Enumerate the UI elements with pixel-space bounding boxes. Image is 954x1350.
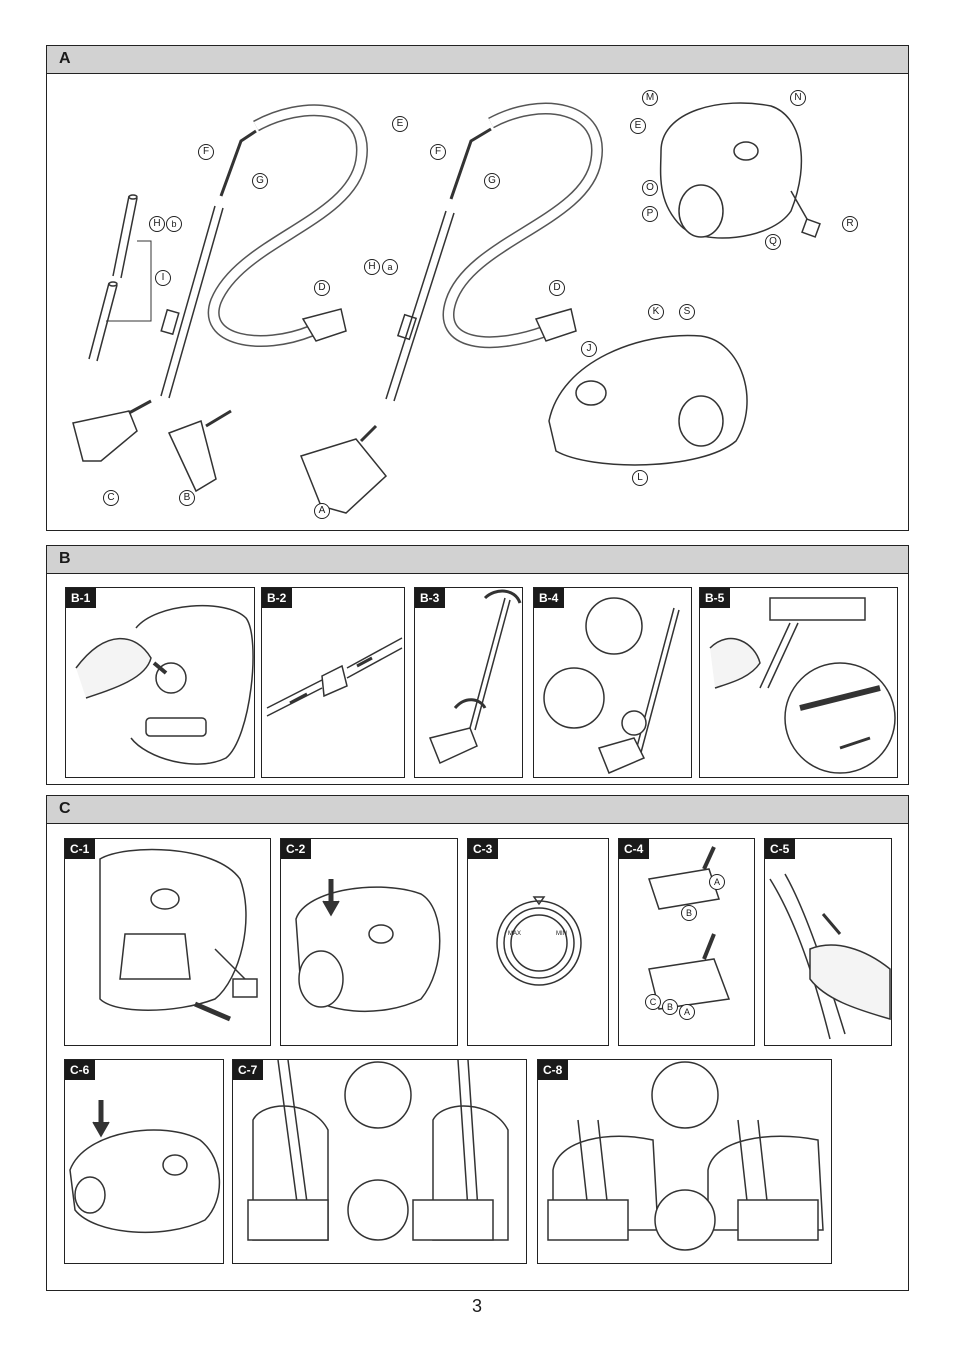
callout-a-nozzle: A xyxy=(314,503,330,519)
callout-c-nozzle: C xyxy=(103,490,119,506)
panel-b3-tag: B-3 xyxy=(415,588,446,608)
panel-b2: B-2 xyxy=(261,587,405,778)
section-c: C C-1 C-2 C-3 MAX MIN xyxy=(46,795,909,1291)
callout-o: O xyxy=(642,180,658,196)
panel-c8: C-8 xyxy=(537,1059,832,1264)
callout-f-left: F xyxy=(198,144,214,160)
panel-c8-tag: C-8 xyxy=(538,1060,569,1080)
callout-q: Q xyxy=(765,234,781,250)
callout-g-left: G xyxy=(252,173,268,189)
page-number: 3 xyxy=(471,1296,482,1316)
callout-f-right: F xyxy=(430,144,446,160)
callout-d-right: D xyxy=(549,280,565,296)
callout-j: J xyxy=(581,341,597,357)
panel-b1-tag: B-1 xyxy=(66,588,97,608)
panel-c6-tag: C-6 xyxy=(65,1060,96,1080)
parts-overview-illustration: C B A D D E E F F G G H b H a I J K L M … xyxy=(47,74,908,530)
callout-h-left: H xyxy=(149,216,165,232)
panel-c1-tag: C-1 xyxy=(65,839,96,859)
callout-d-left: D xyxy=(314,280,330,296)
callout-n: N xyxy=(790,90,806,106)
panel-b4-tag: B-4 xyxy=(534,588,565,608)
dial-max-label: MAX xyxy=(508,931,522,937)
panel-b2-tag: B-2 xyxy=(262,588,293,608)
section-a-header: A xyxy=(47,46,908,74)
callout-k: K xyxy=(648,304,664,320)
panel-b4: B-4 xyxy=(533,587,692,778)
callout-e-right: E xyxy=(630,118,646,134)
section-b-letter: B xyxy=(59,550,71,567)
panel-b5: B-5 xyxy=(699,587,898,778)
panel-c4: C-4 A B C B A xyxy=(618,838,755,1046)
c4-label-a-bottom: A xyxy=(679,1004,695,1020)
section-b-header: B xyxy=(47,546,908,574)
panel-c1: C-1 xyxy=(64,838,271,1046)
panel-c7: C-7 xyxy=(232,1059,527,1264)
callout-b-small: b xyxy=(166,216,182,232)
c4-label-a-top: A xyxy=(709,874,725,890)
panel-c2-tag: C-2 xyxy=(281,839,312,859)
c4-label-b-top: B xyxy=(681,905,697,921)
panel-c6: C-6 xyxy=(64,1059,224,1264)
section-a-letter: A xyxy=(59,50,71,67)
section-a: A xyxy=(46,45,909,531)
panel-c7-tag: C-7 xyxy=(233,1060,264,1080)
callout-g-right: G xyxy=(484,173,500,189)
callout-m: M xyxy=(642,90,658,106)
dial-min-label: MIN xyxy=(556,931,567,937)
section-c-letter: C xyxy=(59,800,71,817)
callout-l: L xyxy=(632,470,648,486)
callout-i: I xyxy=(155,270,171,286)
panel-c2: C-2 xyxy=(280,838,458,1046)
panel-b5-tag: B-5 xyxy=(700,588,731,608)
panel-c5-tag: C-5 xyxy=(765,839,796,859)
c4-label-c: C xyxy=(645,994,661,1010)
panel-b1: B-1 xyxy=(65,587,255,778)
callout-s: S xyxy=(679,304,695,320)
panel-c3-tag: C-3 xyxy=(468,839,499,859)
panel-c5: C-5 xyxy=(764,838,892,1046)
callout-h-right: H xyxy=(364,259,380,275)
callout-p: P xyxy=(642,206,658,222)
section-c-header: C xyxy=(47,796,908,824)
callout-r: R xyxy=(842,216,858,232)
callout-e-left: E xyxy=(392,116,408,132)
callout-a-small: a xyxy=(382,259,398,275)
callout-b-nozzle: B xyxy=(179,490,195,506)
panel-c4-tag: C-4 xyxy=(619,839,650,859)
panel-c3: C-3 MAX MIN xyxy=(467,838,609,1046)
panel-b3: B-3 xyxy=(414,587,523,778)
section-b: B B-1 B-2 B-3 B-4 xyxy=(46,545,909,785)
c4-label-b-bottom: B xyxy=(662,999,678,1015)
